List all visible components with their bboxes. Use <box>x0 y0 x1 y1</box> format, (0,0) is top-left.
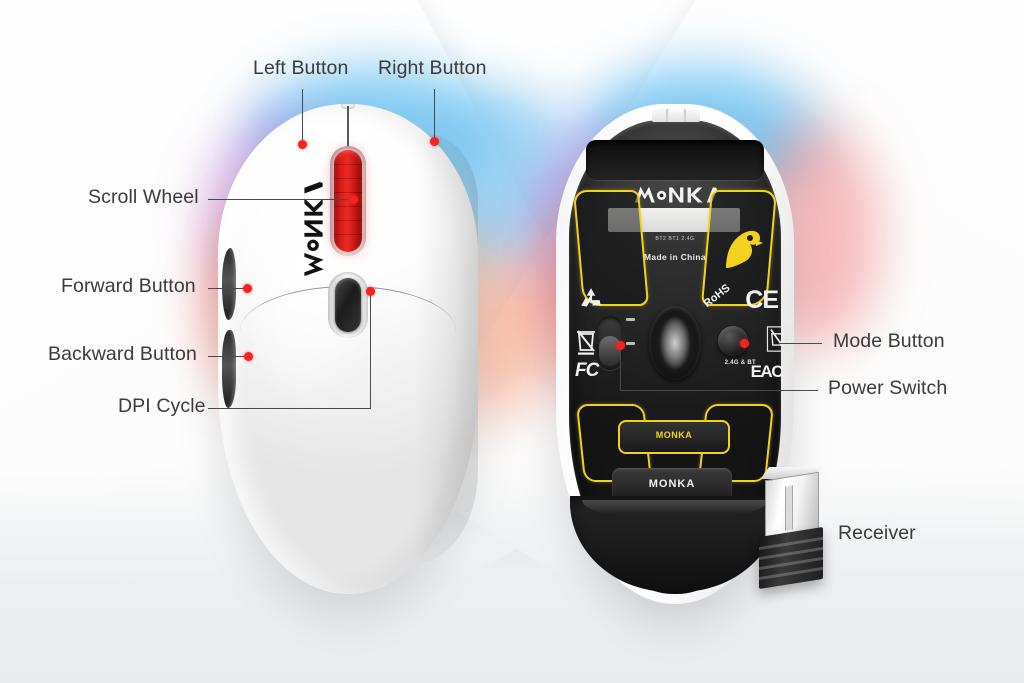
callout-label-left-button: Left Button <box>253 57 349 79</box>
hotspot-backward-button[interactable] <box>244 352 253 361</box>
leader-line-dpi-cycle-horizontal <box>208 408 371 410</box>
leader-line-power-switch-horizontal <box>620 390 818 392</box>
eac-icon: EAC <box>750 362 784 381</box>
leader-line-dpi-cycle-vertical <box>370 292 372 409</box>
hotspot-dpi-cycle[interactable] <box>366 287 375 296</box>
mouse-top-right-shading <box>414 134 478 564</box>
weee-bin-icon <box>577 330 595 355</box>
leader-line-left-button <box>302 89 304 145</box>
eagle-mascot-icon <box>726 230 763 268</box>
leader-line-scroll-wheel <box>208 199 353 201</box>
hotspot-left-button[interactable] <box>298 140 307 149</box>
underside-small-code: BT2 BT1 2.4G <box>655 236 695 242</box>
rear-grip-highlight <box>582 500 768 514</box>
hotspot-mode-button[interactable] <box>740 339 749 348</box>
callout-label-mode-button: Mode Button <box>833 330 945 352</box>
usb-receiver-body <box>759 526 823 590</box>
usb-receiver <box>757 467 827 590</box>
underside-brand-logo <box>633 184 717 211</box>
leader-line-mode-button <box>780 343 822 345</box>
optical-sensor-lens <box>659 316 691 370</box>
weee-bin-icon-right <box>766 326 788 352</box>
callout-label-forward-button: Forward Button <box>61 275 196 297</box>
mode-button-caption: 2.4G & BT <box>724 360 756 366</box>
forward-side-button[interactable] <box>222 248 236 320</box>
power-switch-knob[interactable] <box>599 336 621 366</box>
bottom-vent-slot <box>586 140 764 180</box>
fcc-icon: FC <box>575 360 599 381</box>
callout-label-receiver: Receiver <box>838 522 916 544</box>
leader-line-backward-button <box>208 356 248 358</box>
background-floor <box>0 463 1024 683</box>
hotspot-power-switch[interactable] <box>616 341 625 350</box>
backward-side-button[interactable] <box>222 330 236 408</box>
scroll-wheel[interactable] <box>334 150 362 252</box>
hotspot-scroll-wheel[interactable] <box>349 195 358 204</box>
callout-label-backward-button: Backward Button <box>48 343 197 365</box>
callout-label-scroll-wheel: Scroll Wheel <box>88 186 199 208</box>
mouse-bottom-view: G955W 1200-2400-4800-8000-10000 BT2 BT1 … <box>556 104 794 604</box>
tail-logo-text: MONKA <box>655 430 693 440</box>
ce-icon: CE <box>745 286 779 314</box>
leader-line-right-button <box>434 89 436 141</box>
leader-line-power-switch-vertical <box>620 347 622 391</box>
hotspot-right-button[interactable] <box>430 137 439 146</box>
leader-line-forward-button <box>208 288 247 290</box>
recycle-icon <box>581 288 601 307</box>
power-switch-ticks <box>626 318 635 368</box>
mouse-top-view <box>218 104 478 594</box>
underside-origin: Made in China <box>644 252 706 262</box>
tail-logo-plate-yellow: MONKA <box>618 420 730 454</box>
tail-logo-text-2: MONKA <box>648 478 696 490</box>
monka-logo-top <box>300 182 328 278</box>
front-skate-feet <box>652 109 700 122</box>
callout-label-right-button: Right Button <box>378 57 487 79</box>
callout-label-power-switch: Power Switch <box>828 377 948 399</box>
hotspot-forward-button[interactable] <box>243 284 252 293</box>
callout-label-dpi-cycle: DPI Cycle <box>118 395 206 417</box>
dpi-cycle-button[interactable] <box>335 278 361 332</box>
usb-connector-tongue <box>785 485 793 531</box>
